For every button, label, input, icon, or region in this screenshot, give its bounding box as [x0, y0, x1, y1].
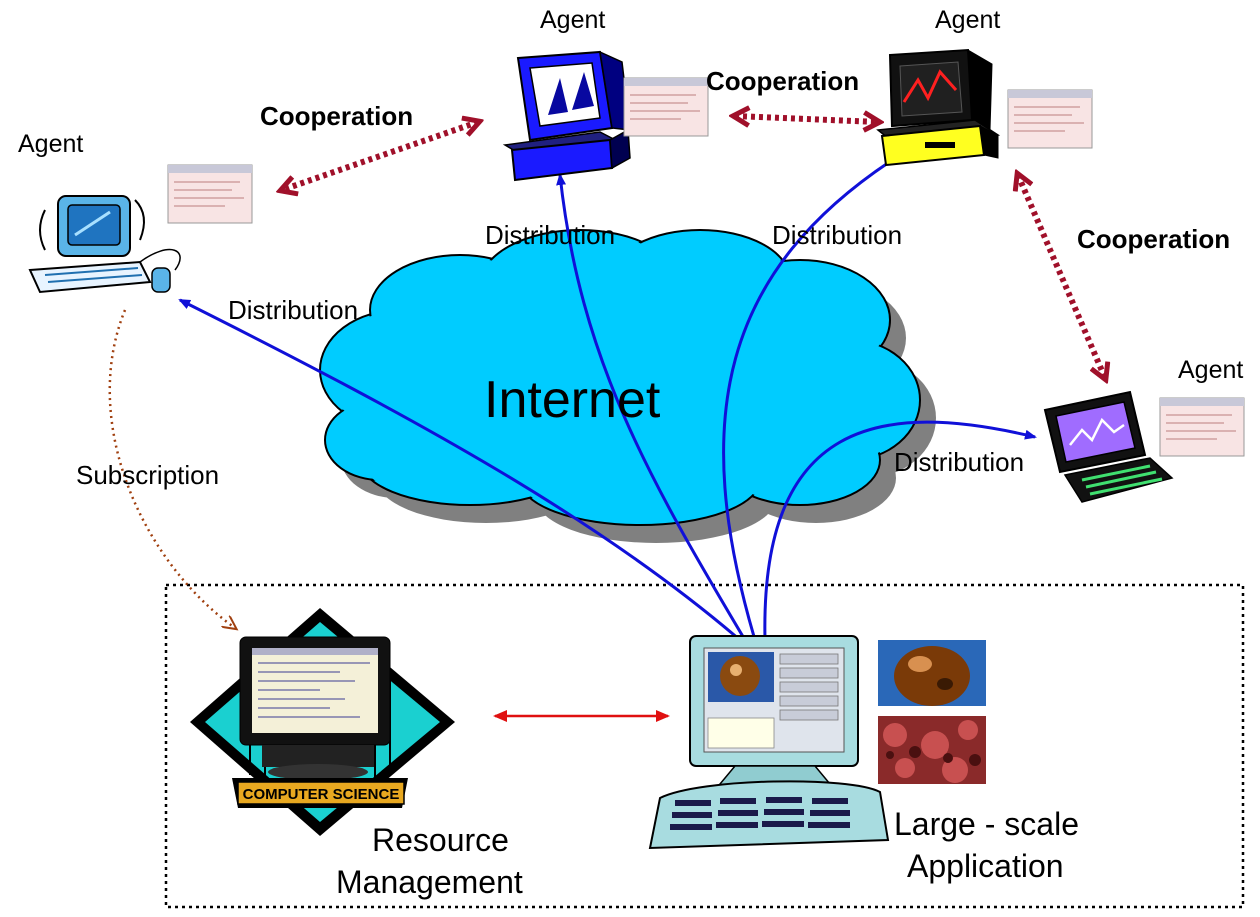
agent-label-left: Agent: [18, 130, 84, 158]
agent-computer-top-right: [876, 48, 1001, 167]
cooperation-arrow-left: [282, 122, 478, 190]
distribution-arrows: [178, 153, 1037, 642]
distribution-arrow-top-right: [722, 153, 902, 641]
agent-label-right: Agent: [1178, 356, 1244, 384]
subscription-label: Subscription: [76, 460, 220, 490]
agent-computer-right: [1043, 390, 1174, 503]
internet-label: Internet: [484, 371, 661, 429]
agent-label-top-right: Agent: [935, 6, 1001, 34]
window-thumbnail-right: [1159, 397, 1245, 457]
cooperation-arrow-top: [735, 116, 878, 122]
distribution-label-right: Distribution: [894, 447, 1025, 477]
window-thumbnail-top-center: [623, 77, 709, 137]
window-thumbnail-top-right: [1007, 89, 1093, 149]
application-label-line1: Large - scale: [894, 806, 1079, 842]
distribution-label-left: Distribution: [228, 295, 359, 325]
distribution-arrow-left: [178, 298, 741, 642]
distribution-arrow-right: [763, 420, 1037, 641]
computer-science-badge: COMPUTER SCIENCE: [243, 786, 400, 803]
cooperation-label-right: Cooperation: [1077, 224, 1231, 254]
subscription-arrow: [108, 309, 235, 628]
application-image-texture: [878, 716, 986, 784]
cloud-fill: [322, 232, 918, 523]
agent-label-top-center: Agent: [540, 6, 606, 34]
application-image-eye: [878, 640, 986, 706]
application-label-line2: Application: [907, 848, 1064, 884]
distribution-label-top-right: Distribution: [772, 220, 903, 250]
resource-management-label-line1: Resource: [372, 822, 509, 858]
window-thumbnail-left: [167, 164, 253, 224]
cooperation-label-top: Cooperation: [706, 66, 860, 96]
cooperation-arrows: [282, 116, 1105, 378]
agent-computer-left: [28, 195, 181, 294]
resource-management-label-line2: Management: [336, 864, 523, 900]
agent-computer-top-center: [502, 50, 631, 182]
agent-window-thumbnails: [167, 77, 1245, 457]
application-computer: [648, 635, 890, 850]
distribution-label-top-center: Distribution: [485, 220, 616, 250]
resource-management-computer: COMPUTER SCIENCE: [190, 608, 455, 836]
cooperation-label-left: Cooperation: [260, 101, 414, 131]
distribution-arrow-top-center: [556, 173, 747, 641]
cooperation-arrow-right: [1018, 175, 1105, 378]
